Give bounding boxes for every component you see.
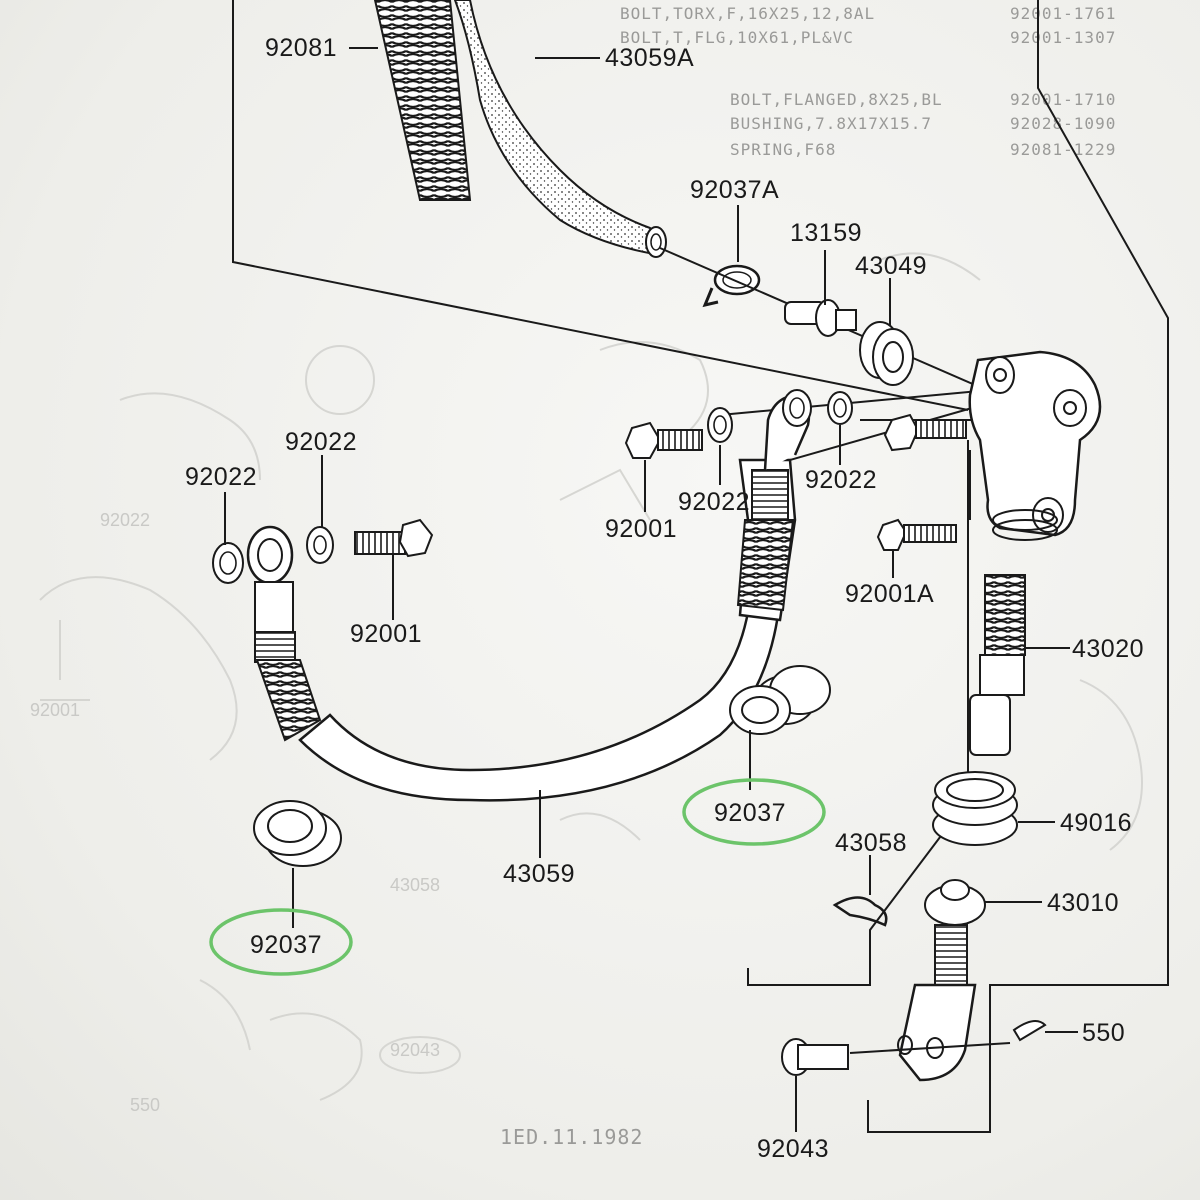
label-43010: 43010 <box>1047 889 1120 917</box>
label-92022-right: 92022 <box>805 466 878 494</box>
bg-text-row2-left: BOLT,T,FLG,10X61,PL&VC <box>620 28 854 47</box>
faint-label-5: 92043 <box>390 1040 441 1060</box>
label-43059: 43059 <box>503 860 576 888</box>
bg-text-row3-right: 92001-1710 <box>1010 90 1117 109</box>
master-cylinder-body <box>968 350 1102 541</box>
label-13159: 13159 <box>790 219 863 247</box>
clip-43058 <box>832 896 888 927</box>
bolt-92001A <box>876 518 957 551</box>
label-43058: 43058 <box>835 829 908 857</box>
bg-text-row5-right: 92081-1229 <box>1010 140 1117 159</box>
fitting-13159 <box>784 299 857 337</box>
seal-49016 <box>932 771 1018 846</box>
washer-92022-right <box>827 391 853 425</box>
label-92001-mid: 92001 <box>605 515 678 543</box>
faint-label-3: 43058 <box>390 875 441 895</box>
bg-text-row4-right: 92028-1090 <box>1010 114 1117 133</box>
label-92037-left: 92037 <box>250 931 323 959</box>
bg-text-footer: 1ED.11.1982 <box>500 1125 644 1149</box>
ghost-artwork <box>39 252 1143 1101</box>
bg-text-row3-left: BOLT,FLANGED,8X25,BL <box>730 90 943 109</box>
pin-92043 <box>781 1038 1011 1076</box>
grommet-92037-mid <box>729 665 831 735</box>
label-43049: 43049 <box>855 252 928 280</box>
grommet-92037-left <box>253 800 342 867</box>
label-92022-mid: 92022 <box>678 488 751 516</box>
hose-43059A <box>453 0 667 258</box>
cotter-pin-550 <box>1012 1020 1047 1042</box>
label-92081: 92081 <box>265 34 338 62</box>
label-43020: 43020 <box>1072 635 1145 663</box>
bolt-92001-mid <box>624 421 703 459</box>
hose-43059 <box>298 389 812 802</box>
highlight-ellipse-92037-mid <box>682 778 826 846</box>
spring-92081 <box>373 0 472 201</box>
label-92022-left: 92022 <box>185 463 258 491</box>
faint-label-2: 92001 <box>30 700 81 720</box>
label-49016: 49016 <box>1060 809 1133 837</box>
washer-92022-left <box>306 526 334 564</box>
bg-text-row4-left: BUSHING,7.8X17X15.7 <box>730 114 933 133</box>
label-92037A: 92037A <box>690 176 780 204</box>
label-92022-top-left: 92022 <box>285 428 358 456</box>
banjo-fitting-left <box>212 525 322 742</box>
label-92037-mid: 92037 <box>714 799 787 827</box>
label-43059A: 43059A <box>605 44 695 72</box>
faint-label-4: 550 <box>130 1095 161 1115</box>
label-550: 550 <box>1082 1019 1126 1047</box>
bolt-body-upper <box>883 413 967 452</box>
bg-text-row1-left: BOLT,TORX,F,16X25,12,8AL <box>620 4 876 23</box>
spring-assembly-43020 <box>969 574 1026 756</box>
bg-text-row5-left: SPRING,F68 <box>730 140 837 159</box>
bg-text-row1-right: 92001-1761 <box>1010 4 1117 23</box>
label-92043: 92043 <box>757 1135 830 1163</box>
bg-text-row2-right: 92001-1307 <box>1010 28 1117 47</box>
grommet-43049 <box>859 321 914 386</box>
faint-label-1: 92022 <box>100 510 151 530</box>
frame-lines <box>232 0 1169 1133</box>
washer-92022-mid <box>707 407 733 443</box>
highlight-ellipse-92037-left <box>209 908 353 976</box>
label-92001A: 92001A <box>845 580 935 608</box>
leader-lines <box>224 47 1078 1132</box>
push-rod-43010 <box>897 879 986 1082</box>
label-92001-left: 92001 <box>350 620 423 648</box>
bolt-92001-left <box>354 518 434 558</box>
